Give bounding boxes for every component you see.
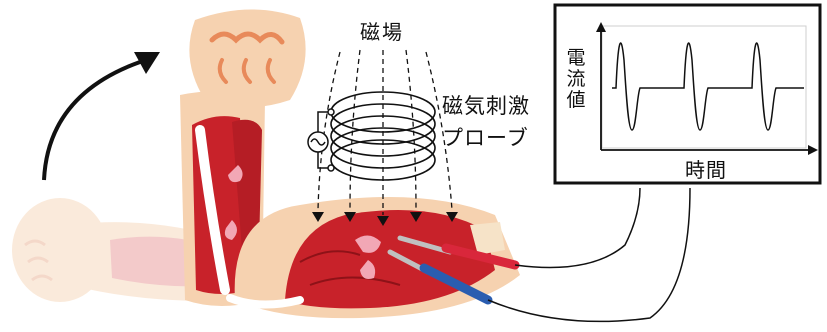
probe-label-line1: 磁気刺激 <box>442 90 530 120</box>
probe-label-line2: プローブ <box>442 122 529 152</box>
curved-arrow-icon <box>44 52 160 180</box>
x-axis-label: 時間 <box>685 154 727 183</box>
fist <box>189 9 305 107</box>
magnetic-field-label: 磁場 <box>360 16 404 45</box>
electrode-cables <box>488 188 690 321</box>
y-axis-label: 電流値 <box>565 48 587 111</box>
